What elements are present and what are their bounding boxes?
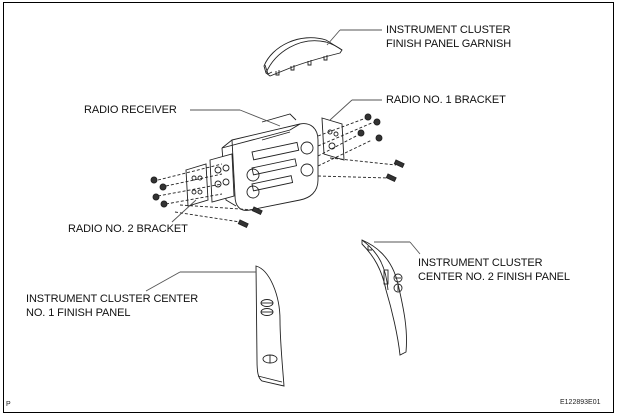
radio-no2-bracket-part bbox=[185, 153, 235, 207]
label-center-no2-line1: INSTRUMENT CLUSTER bbox=[418, 257, 543, 269]
garnish-leader-line bbox=[326, 29, 341, 46]
center-no1-panel-leader-diag bbox=[145, 271, 181, 292]
radio-receiver-leader-line-diag bbox=[239, 109, 281, 127]
label-center-no1-line2: NO. 1 FINISH PANEL bbox=[26, 307, 131, 319]
radio-no1-bracket-leader-diag bbox=[329, 99, 353, 121]
radio-no2-bracket-leader bbox=[171, 199, 197, 223]
label-center-no1-line1: INSTRUMENT CLUSTER CENTER bbox=[26, 293, 199, 305]
label-center-no2-line2: CENTER NO. 2 FINISH PANEL bbox=[418, 271, 570, 283]
center-no1-finish-panel-part bbox=[255, 265, 285, 387]
right-screw-heads bbox=[357, 113, 405, 183]
center-no2-finish-panel-part bbox=[361, 239, 407, 356]
label-radio-no1-bracket: RADIO NO. 1 BRACKET bbox=[386, 94, 506, 106]
center-no2-panel-leader-diag bbox=[409, 241, 421, 255]
left-screw-heads bbox=[150, 176, 263, 229]
diagram-frame bbox=[3, 2, 614, 413]
label-radio-no2-bracket: RADIO NO. 2 BRACKET bbox=[68, 223, 188, 235]
right-screws bbox=[317, 117, 397, 179]
finish-panel-garnish-part bbox=[263, 37, 343, 77]
figure-id: E122893E01 bbox=[560, 399, 601, 406]
label-garnish-line1: INSTRUMENT CLUSTER bbox=[386, 24, 511, 36]
radio-receiver-part bbox=[221, 113, 319, 211]
left-screws bbox=[157, 163, 256, 223]
radio-no1-bracket-part bbox=[321, 117, 345, 161]
label-radio-receiver: RADIO RECEIVER bbox=[84, 104, 177, 116]
corner-marker: P bbox=[6, 401, 11, 408]
label-garnish-line2: FINISH PANEL GARNISH bbox=[386, 38, 512, 50]
